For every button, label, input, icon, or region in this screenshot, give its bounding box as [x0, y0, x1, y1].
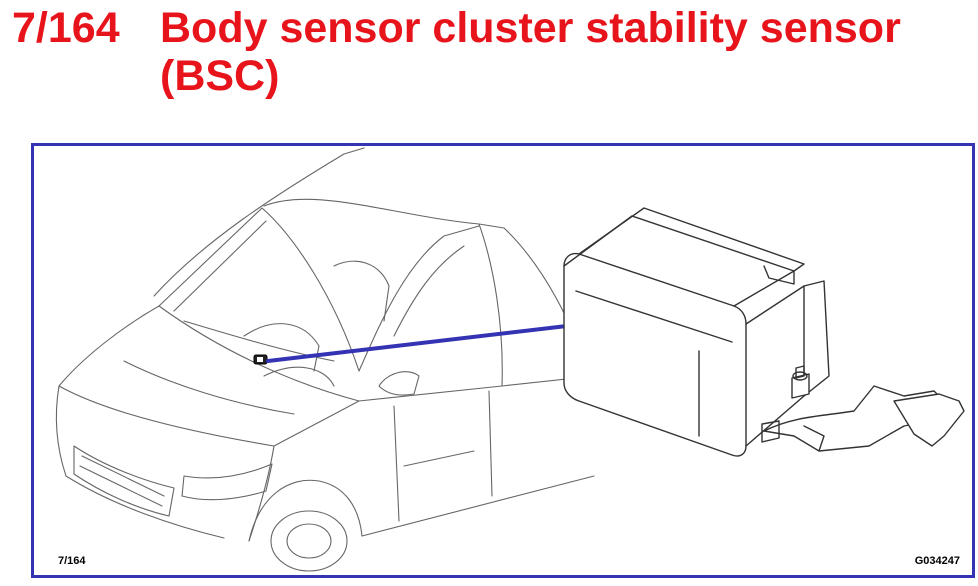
page-number: 7/164 [12, 4, 120, 52]
figure-code: G034247 [914, 555, 960, 567]
illustration-frame: 7/164 G034247 [31, 143, 975, 578]
leader-line [266, 320, 603, 363]
car-icon [55, 147, 595, 572]
sensor-module-icon [563, 207, 965, 457]
figure-page-ref: 7/164 [58, 555, 86, 567]
illustration-canvas [55, 147, 965, 572]
page-title: Body sensor cluster stability sensor (BS… [160, 4, 901, 100]
sensor-location-marker [253, 354, 268, 365]
